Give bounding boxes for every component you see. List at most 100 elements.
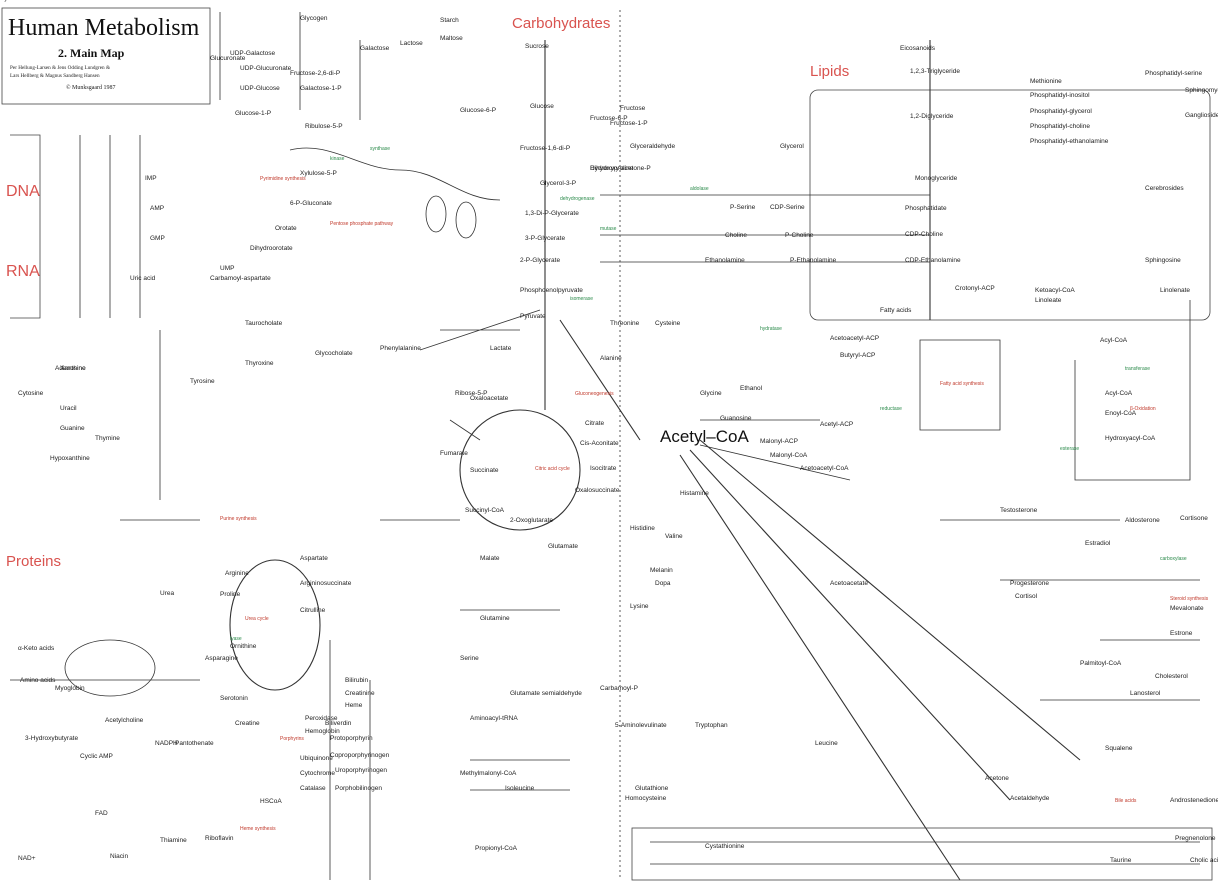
metabolite-label: Aspartate xyxy=(300,555,328,562)
metabolite-label: Acetone xyxy=(985,775,1009,782)
steroid-lines xyxy=(940,519,1200,701)
metabolite-label: UDP-Glucose xyxy=(240,85,280,92)
hub-links xyxy=(699,419,851,481)
metabolite-label: Alanine xyxy=(600,355,622,362)
metabolite-label: Tyrosine xyxy=(190,378,215,385)
metabolite-label: Dihydroxy-acetone-P xyxy=(590,165,651,172)
metabolite-label: Glucose-6-P xyxy=(460,107,496,114)
pathway-note: Purine synthesis xyxy=(220,516,257,522)
metabolite-label: Serine xyxy=(460,655,479,662)
metabolite-label: CDP-Ethanolamine xyxy=(905,257,961,264)
lipid-frame xyxy=(809,89,1211,321)
metabolite-label: Hemoglobin xyxy=(305,728,340,735)
metabolite-label: Phosphoenolpyruvate xyxy=(520,287,583,294)
metabolite-label: Gangliosides xyxy=(1185,112,1218,119)
beta-oxidation-spiral xyxy=(1074,300,1191,481)
metabolite-label: Gulonate xyxy=(0,0,27,2)
amino-acid-cycle xyxy=(64,639,156,697)
metabolite-label: Lactate xyxy=(490,345,512,352)
metabolite-label: Threonine xyxy=(610,320,640,327)
enzyme-label: esterase xyxy=(1060,446,1079,452)
metabolite-label: Palmitoyl-CoA xyxy=(1080,660,1122,667)
metabolite-label: IMP xyxy=(145,175,157,182)
metabolite-label: Glucose xyxy=(530,103,554,110)
metabolite-label: Cis-Aconitate xyxy=(580,440,619,447)
metabolite-label: 1,2,3-Triglyceride xyxy=(910,68,960,75)
metabolite-label: Fructose-1-P xyxy=(610,120,648,127)
metabolite-label: UMP xyxy=(220,265,234,272)
fa-synthesis-spiral xyxy=(919,339,1001,431)
metabolite-label: HSCoA xyxy=(260,798,282,805)
metabolite-label: Lanosterol xyxy=(1130,690,1161,697)
metabolite-label: Creatinine xyxy=(345,690,375,697)
metabolite-label: Ketoacyl-CoA xyxy=(1035,287,1075,294)
metabolite-label: Eicosanoids xyxy=(900,45,936,52)
authors-line-2: Lars Hellberg & Magnus Sandberg Hansen xyxy=(10,73,100,79)
metabolite-label: Glucuronate xyxy=(210,55,246,62)
metabolite-label: Cytochrome xyxy=(300,770,335,777)
enzyme-label: synthase xyxy=(370,146,390,152)
metabolite-label: Propionyl-CoA xyxy=(475,845,518,852)
metabolite-label: Pantothenate xyxy=(175,740,214,747)
metabolite-label: Phosphatidate xyxy=(905,205,947,212)
section-proteins: Proteins xyxy=(6,553,61,570)
metabolite-label: Thyroxine xyxy=(245,360,274,367)
metabolite-label: Acetaldehyde xyxy=(1010,795,1050,802)
metabolite-label: Glycocholate xyxy=(315,350,353,357)
metabolite-label: Hydroxyacyl-CoA xyxy=(1105,435,1156,442)
metabolite-label: Phosphatidyl-serine xyxy=(1145,70,1202,77)
metabolite-label: Orotate xyxy=(275,225,297,232)
metabolite-label: Homocysteine xyxy=(625,795,667,802)
metabolite-label: 1,2-Diglyceride xyxy=(910,113,954,120)
metabolite-label: Uracil xyxy=(60,405,77,412)
metabolite-label: Cytosine xyxy=(18,390,44,397)
acetyl-coa-spokes xyxy=(559,319,1081,881)
metabolite-label: Acetoacetate xyxy=(830,580,868,587)
metabolite-label: Myoglobin xyxy=(55,685,85,692)
metabolite-label: Phenylalanine xyxy=(380,345,421,352)
metabolite-label: AMP xyxy=(150,205,164,212)
metabolite-label: Uroporphyrinogen xyxy=(335,767,387,774)
metabolite-label: Arginine xyxy=(225,570,249,577)
metabolite-label: Asparagine xyxy=(205,655,238,662)
metabolite-label: GMP xyxy=(150,235,165,242)
metabolite-label: Succinate xyxy=(470,467,499,474)
misc-connectors xyxy=(380,309,570,791)
metabolite-label: Aldosterone xyxy=(1125,517,1160,524)
metabolite-label: Linolenate xyxy=(1160,287,1190,294)
metabolite-label: Glucose-1-P xyxy=(235,110,271,117)
metabolite-label: Sphingomyelin xyxy=(1185,87,1218,94)
enzyme-label: mutase xyxy=(600,226,617,232)
metabolite-label: Taurocholate xyxy=(245,320,283,327)
metabolite-label: Estradiol xyxy=(1085,540,1111,547)
title-block: Human Metabolism 2. Main Map Per Hellung… xyxy=(1,7,211,105)
metabolite-label: Citrate xyxy=(585,420,605,427)
pathway-note: Steroid synthesis xyxy=(1170,596,1209,602)
metabolite-label: Maltose xyxy=(440,35,463,42)
metabolite-label: Aminoacyl-tRNA xyxy=(470,715,518,722)
enzyme-label: isomerase xyxy=(570,296,593,302)
pathway-note: Bile acids xyxy=(1115,798,1137,804)
metabolite-label: Starch xyxy=(440,17,459,24)
metabolite-label: Histidine xyxy=(630,525,655,532)
metabolite-label: Glutamate xyxy=(548,543,578,550)
metabolite-label: Glutamine xyxy=(480,615,510,622)
metabolite-label: Bilirubin xyxy=(345,677,369,684)
metabolite-label: 2-Oxoglutarate xyxy=(510,517,553,524)
enzyme-label: lyase xyxy=(230,636,242,642)
metabolite-label: Heme xyxy=(345,702,363,709)
pathway-note: Fatty acid synthesis xyxy=(940,381,984,387)
metabolite-label: Ribulose-5-P xyxy=(305,123,343,130)
metabolite-label: Cysteine xyxy=(655,320,681,327)
metabolite-label: Ethanolamine xyxy=(705,257,745,264)
enzyme-label: transferase xyxy=(1125,366,1150,372)
metabolite-label: Phosphatidyl-choline xyxy=(1030,123,1090,130)
metabolite-label: Fumarate xyxy=(440,450,468,457)
nucleotide-columns xyxy=(79,135,141,318)
metabolite-label: Lactose xyxy=(400,40,423,47)
enzyme-label: kinase xyxy=(330,156,345,162)
citric-acid-cycle xyxy=(459,409,581,531)
metabolite-label: Thymine xyxy=(95,435,120,442)
metabolite-label: Acetoacetyl-CoA xyxy=(800,465,849,472)
metabolite-label: P-Ethanolamine xyxy=(790,257,837,264)
